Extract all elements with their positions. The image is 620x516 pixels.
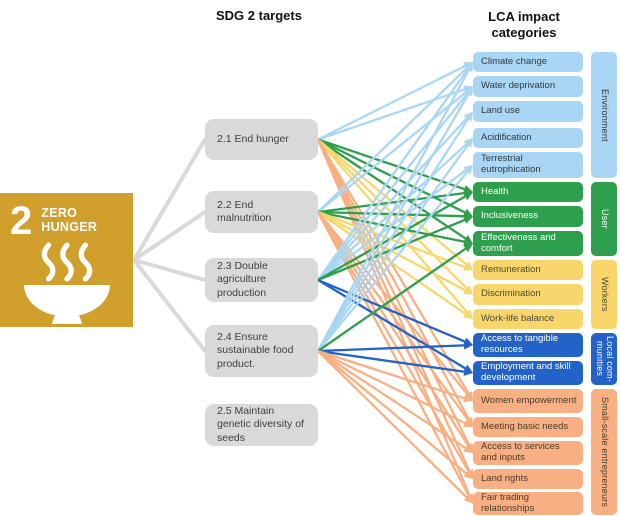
group-label-text: User: [599, 209, 610, 229]
impact-box-health: Health: [473, 182, 583, 202]
link-line: [317, 63, 469, 141]
link-arrowhead: [463, 310, 473, 319]
group-label-text: Small-scale entrepreneurs: [599, 396, 610, 508]
sdg2-logo: 2 ZERO HUNGER: [0, 193, 133, 327]
impact-box-remuneration: Remuneration: [473, 260, 583, 280]
impact-box-effectiveness-comfort: Effectiveness and comfort: [473, 231, 583, 256]
impact-box-employment-skill-development: Employment and skill development: [473, 361, 583, 385]
link-line: [317, 210, 469, 293]
link-line: [317, 210, 468, 269]
impact-box-inclusiveness: Inclusiveness: [473, 206, 583, 227]
link-arrowhead: [463, 444, 473, 453]
link-line: [317, 245, 469, 352]
link-line: [317, 210, 468, 244]
link-line: [317, 349, 469, 426]
link-line: [317, 344, 468, 353]
group-label-text: Local com- munities: [595, 335, 615, 382]
link-line: [317, 350, 470, 477]
sdg-link-line: [132, 137, 207, 262]
link-arrowhead: [464, 165, 473, 175]
link-line: [317, 90, 471, 281]
group-label-user: User: [591, 182, 617, 256]
sdg-link-line: [132, 258, 207, 282]
sdg2-goal-name-line2: HUNGER: [41, 220, 98, 235]
link-arrowhead: [463, 192, 473, 201]
impact-box-access-services-inputs: Access to services and inputs: [473, 441, 583, 465]
link-line: [317, 211, 469, 317]
impact-box-work-life-balance: Work-life balance: [473, 309, 583, 329]
impact-box-terrestrial-eutrophication: Terrestrial eutrophication: [473, 152, 583, 178]
link-line: [317, 278, 468, 344]
impact-box-access-tangible-resources: Access to tangible resources: [473, 333, 583, 357]
link-line: [317, 66, 471, 281]
sdg-link-line: [132, 210, 207, 262]
sdg2-logo-text: 2 ZERO HUNGER: [0, 193, 133, 243]
sdg-link-line: [132, 258, 207, 353]
impact-box-water-deprivation: Water deprivation: [473, 76, 583, 97]
link-line: [317, 115, 470, 281]
link-arrowhead: [463, 341, 473, 350]
sdg2-targets-header: SDG 2 targets: [202, 3, 316, 30]
link-line: [317, 65, 470, 213]
impact-box-fair-trading-relationships: Fair trading relationships: [473, 492, 583, 515]
link-line: [317, 142, 471, 352]
link-line: [317, 350, 469, 451]
link-arrowhead: [463, 216, 473, 224]
link-arrowhead: [463, 419, 473, 427]
target-box-2-3: 2.3 Double agriculture production: [205, 258, 318, 302]
target-box-2-5: 2.5 Maintain genetic diversity of seeds: [205, 404, 318, 446]
impact-box-acidification: Acidification: [473, 128, 583, 148]
link-arrowhead: [464, 138, 473, 148]
link-arrowhead: [463, 394, 473, 403]
impact-box-discrimination: Discrimination: [473, 284, 583, 305]
target-box-2-4: 2.4 Ensure sustainable food product.: [205, 325, 318, 377]
sdg2-number: 2: [10, 199, 33, 243]
link-line: [317, 168, 471, 352]
link-line: [317, 87, 468, 141]
link-arrowhead: [463, 367, 473, 376]
link-line: [316, 211, 472, 499]
link-line: [317, 349, 468, 374]
link-line: [317, 89, 470, 213]
target-box-2-1: 2.1 End hunger: [205, 119, 318, 160]
lca-impact-categories-header: LCA impact categories: [473, 3, 575, 47]
group-label-small-scale-entrepreneurs: Small-scale entrepreneurs: [591, 389, 617, 515]
link-line: [317, 138, 471, 397]
link-line: [317, 91, 471, 352]
link-arrowhead: [465, 62, 473, 72]
impact-box-meeting-basic-needs: Meeting basic needs: [473, 417, 583, 437]
link-arrowhead: [463, 262, 473, 271]
group-label-text: Environment: [599, 88, 610, 142]
link-line: [317, 138, 469, 242]
impact-box-land-use: Land use: [473, 101, 583, 122]
link-arrowhead: [464, 111, 473, 122]
link-line: [317, 193, 469, 282]
sdg2-goal-name-line1: ZERO: [41, 206, 78, 220]
link-line: [317, 115, 471, 352]
link-arrowhead: [464, 391, 473, 401]
link-line: [316, 66, 472, 352]
link-line: [317, 350, 470, 501]
group-label-text: Workers: [599, 277, 610, 312]
link-line: [317, 191, 468, 214]
link-arrowhead: [463, 237, 473, 246]
impact-box-women-empowerment: Women empowerment: [473, 389, 583, 413]
target-box-2-2: 2.2 End malnutrition: [205, 191, 318, 233]
impact-box-land-rights: Land rights: [473, 469, 583, 489]
link-arrowhead: [463, 243, 473, 253]
link-arrowhead: [463, 470, 473, 479]
link-line: [317, 349, 468, 401]
link-arrowhead: [464, 86, 473, 97]
group-label-workers: Workers: [591, 260, 617, 329]
group-label-environment: Environment: [591, 52, 617, 178]
link-arrowhead: [463, 494, 473, 504]
sdg2-goal-name: ZERO HUNGER: [41, 202, 97, 240]
impact-box-climate-change: Climate change: [473, 52, 583, 72]
link-arrowhead: [463, 286, 473, 295]
steaming-bowl-icon: [23, 242, 110, 324]
link-line: [317, 279, 469, 371]
group-label-local-communities: Local com- munities: [591, 333, 617, 385]
